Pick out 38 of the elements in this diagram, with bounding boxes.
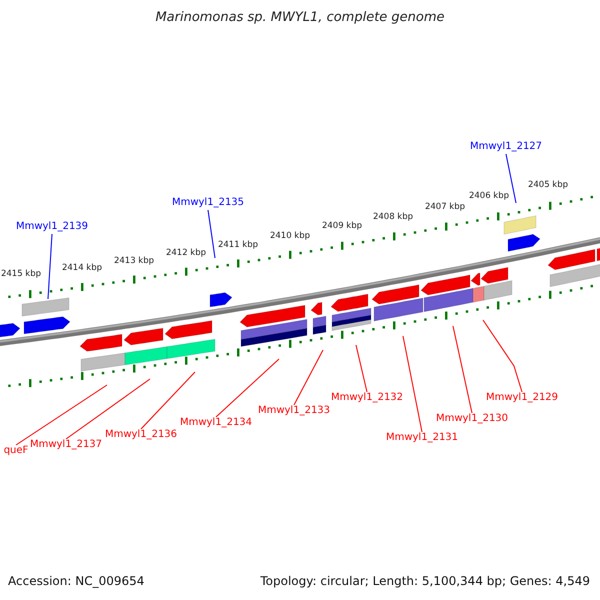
position-label: 2411 kbp [218,240,258,250]
leader-line [48,234,52,300]
leader-line [16,384,108,446]
position-label: 2406 kbp [468,191,510,201]
position-label: 2415 kbp [0,269,42,279]
gene-label: Mmwyl1_2132 [330,392,404,404]
footer-text: Topology: circular; Length: 5,100,344 bp; Genes: 4,549 [260,574,590,588]
leader-line [66,378,150,440]
gene-label: Mmwyl1_2137 [30,439,102,451]
gene-label: Mmwyl1_2127 [470,141,542,153]
leader-line [452,326,472,414]
leader-line [294,350,324,406]
gene-label: Mmwyl1_2135 [172,197,244,209]
gene-label: Mmwyl1_2136 [104,429,178,441]
gene-label: Mmwyl1_2134 [180,417,252,429]
position-label: 2412 kbp [166,248,206,258]
position-label: 2407 kbp [424,202,466,212]
position-label: 2413 kbp [114,256,154,266]
gene-label: Mmwyl1_2131 [386,432,458,444]
leader-line [402,336,422,432]
gene-label: Mmwyl1_2130 [436,413,508,425]
gene-label: queF [4,445,28,457]
leader-line [356,344,368,392]
leader-line [482,320,522,392]
title: Marinomonas sp. MWYL1, complete genome [154,10,446,25]
leader-line [208,210,216,258]
footer-text: Accession: NC_009654 [8,574,144,588]
position-label: 2408 kbp [372,212,414,222]
gene-label: Mmwyl1_2139 [16,221,88,233]
gene-label: Mmwyl1_2129 [486,392,558,404]
leader-line [506,154,516,204]
leader-line [216,358,280,418]
position-label: 2409 kbp [322,221,362,231]
position-label: 2410 kbp [270,231,310,241]
position-label: 2405 kbp [528,180,568,190]
position-label: 2414 kbp [62,263,102,273]
gene-label: Mmwyl1_2133 [258,405,330,417]
leader-line [140,372,196,430]
